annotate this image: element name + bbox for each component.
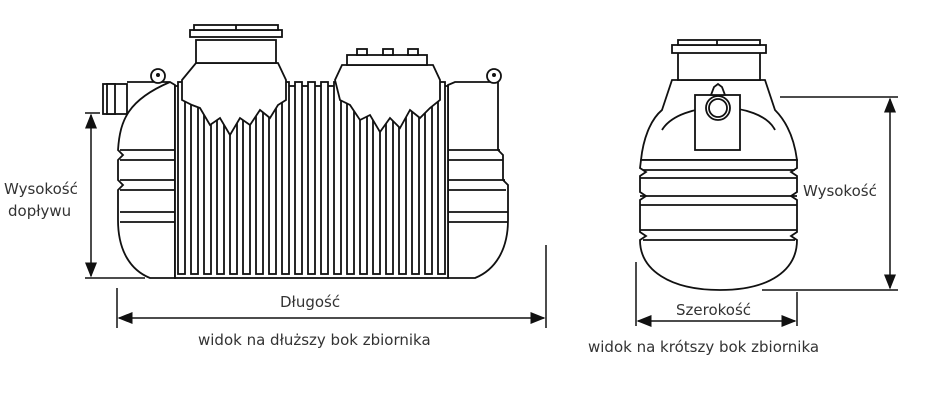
width-label: Szerokość	[676, 301, 752, 319]
length-dimension	[116, 245, 547, 328]
corrugation-rib	[437, 81, 446, 275]
short-view-caption: widok na krótszy bok zbiornika	[588, 338, 820, 356]
long-view-caption: widok na dłuższy bok zbiornika	[198, 331, 431, 349]
corrugation-rib	[177, 81, 186, 275]
manhole-right	[334, 48, 441, 134]
inlet-height-label: Wysokość	[4, 180, 78, 198]
width-dimension	[635, 262, 798, 327]
inlet-height-label-line2: dopływu	[8, 202, 72, 220]
tank-short-side-view	[635, 39, 898, 327]
corrugation-rib	[320, 81, 329, 275]
height-dimension	[762, 96, 898, 291]
tank-long-side-view	[85, 24, 547, 328]
height-label: Wysokość	[803, 182, 877, 200]
corrugation-rib	[307, 81, 316, 275]
length-label: Długość	[280, 293, 341, 311]
corrugation-rib	[333, 81, 342, 275]
inlet-height-dimension	[85, 112, 145, 279]
corrugation-rib	[281, 81, 290, 275]
corrugation-rib	[190, 81, 199, 275]
manhole-left	[181, 24, 287, 137]
corrugation-rib	[294, 81, 303, 275]
